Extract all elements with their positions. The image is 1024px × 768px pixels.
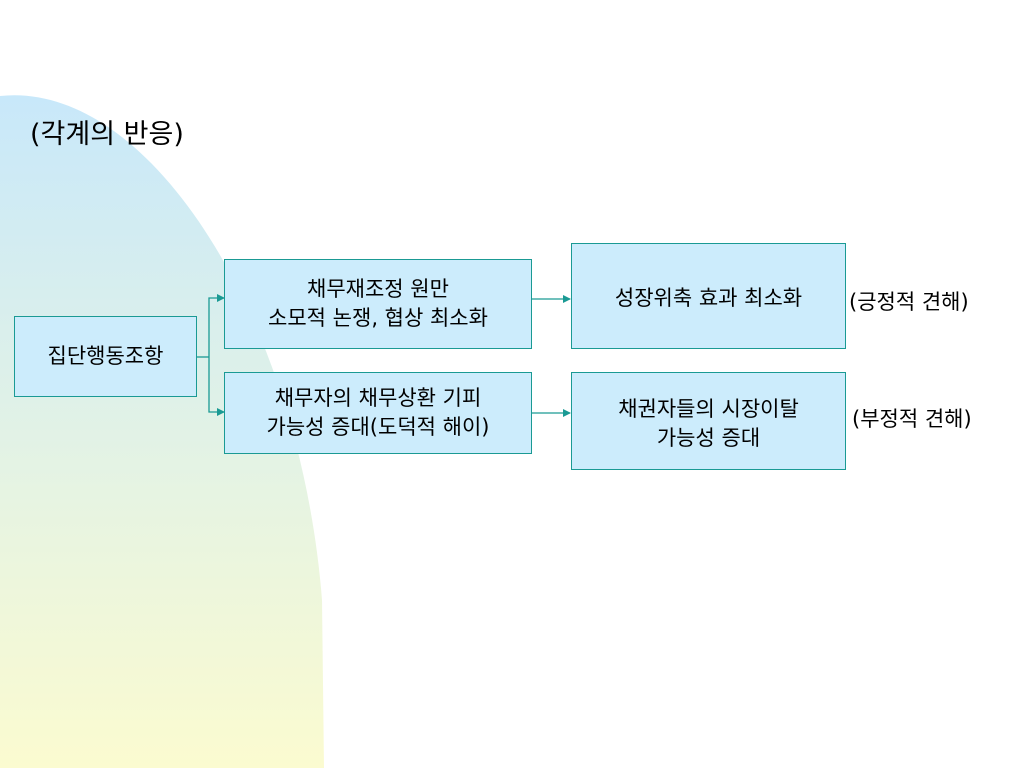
upper-result-line1: 성장위축 효과 최소화	[614, 286, 803, 310]
lower-result-box: 채권자들의 시장이탈 가능성 증대	[571, 372, 846, 470]
negative-view-label: (부정적 견해)	[852, 407, 972, 431]
source-box: 집단행동조항	[14, 316, 197, 397]
page-title: (각계의 반응)	[30, 119, 184, 150]
lower-middle-box: 채무자의 채무상환 기피 가능성 증대(도덕적 해이)	[224, 372, 532, 454]
upper-middle-box: 채무재조정 원만 소모적 논쟁, 협상 최소화	[224, 259, 532, 349]
upper-middle-line1: 채무재조정 원만	[307, 277, 449, 301]
upper-middle-line2: 소모적 논쟁, 협상 최소화	[268, 306, 488, 330]
positive-view-label: (긍정적 견해)	[849, 290, 969, 314]
lower-middle-line1: 채무자의 채무상환 기피	[274, 386, 482, 410]
lower-result-line2: 가능성 증대	[656, 426, 761, 450]
lower-middle-line2: 가능성 증대(도덕적 해이)	[266, 415, 490, 439]
source-box-label: 집단행동조항	[47, 344, 164, 368]
upper-result-box: 성장위축 효과 최소화	[571, 243, 846, 349]
lower-result-line1: 채권자들의 시장이탈	[618, 397, 799, 421]
